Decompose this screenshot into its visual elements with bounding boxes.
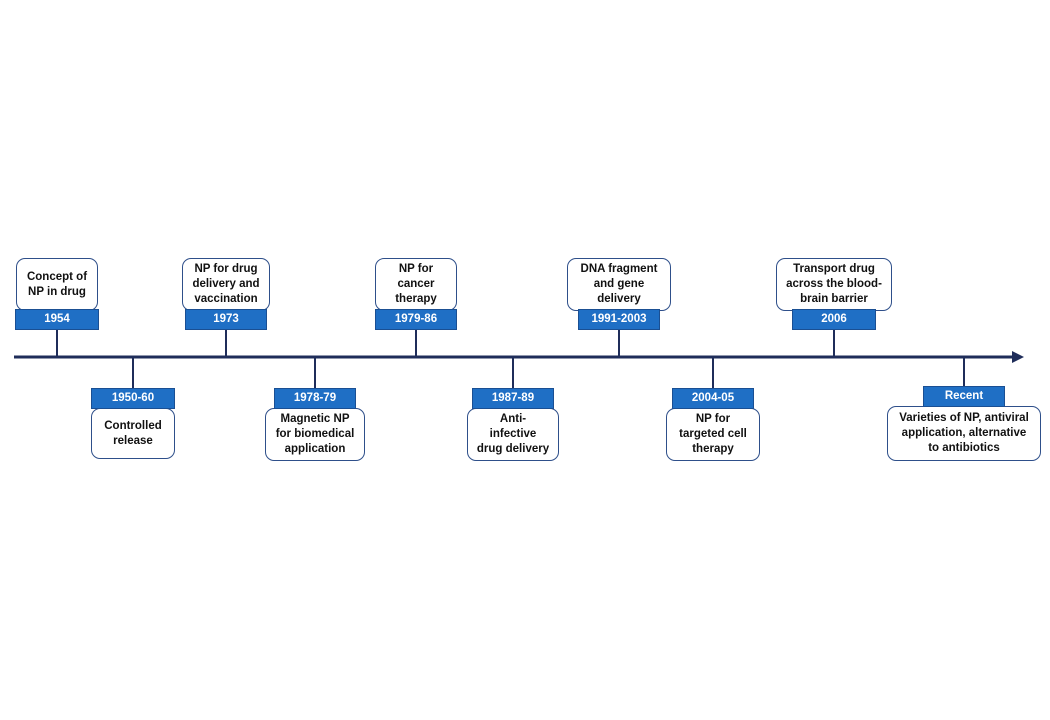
milestone-year-badge: 1954 bbox=[15, 309, 99, 330]
milestone-year-badge: 1950-60 bbox=[91, 388, 175, 409]
milestone-description: Controlled release bbox=[91, 408, 175, 459]
milestone-year-badge: 1979-86 bbox=[375, 309, 457, 330]
milestone-year-badge: 1987-89 bbox=[472, 388, 554, 409]
milestone-description: Magnetic NP for biomedical application bbox=[265, 408, 365, 461]
milestone-year-badge: 2004-05 bbox=[672, 388, 754, 409]
milestone-year-badge: 1973 bbox=[185, 309, 267, 330]
milestone-description: Anti- infective drug delivery bbox=[467, 408, 559, 461]
milestone-year-badge: 1978-79 bbox=[274, 388, 356, 409]
timeline-arrowhead bbox=[1012, 351, 1024, 363]
milestone-year-badge: 2006 bbox=[792, 309, 876, 330]
milestone-description: Varieties of NP, antiviral application, … bbox=[887, 406, 1041, 461]
milestone-year-badge: 1991-2003 bbox=[578, 309, 660, 330]
milestone-year-badge: Recent bbox=[923, 386, 1005, 407]
milestone-description: Transport drug across the blood- brain b… bbox=[776, 258, 892, 311]
milestone-description: DNA fragment and gene delivery bbox=[567, 258, 671, 311]
milestone-description: Concept of NP in drug bbox=[16, 258, 98, 311]
milestone-description: NP for cancer therapy bbox=[375, 258, 457, 311]
milestone-description: NP for targeted cell therapy bbox=[666, 408, 760, 461]
milestone-description: NP for drug delivery and vaccination bbox=[182, 258, 270, 311]
